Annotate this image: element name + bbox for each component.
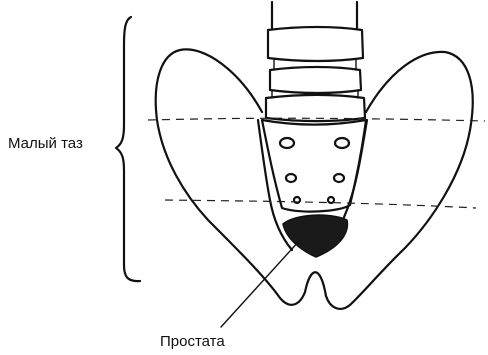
lower-boundary-line bbox=[165, 200, 476, 208]
prostate-label: Простата bbox=[160, 333, 225, 351]
vertebra-3 bbox=[266, 95, 365, 121]
pelvis-brace bbox=[116, 17, 140, 281]
vertebra-1 bbox=[268, 27, 363, 61]
sacral-foramen bbox=[334, 174, 344, 182]
pubic-arch bbox=[305, 272, 326, 296]
vertebra-2 bbox=[270, 67, 361, 93]
pelvis-region-label: Малый таз bbox=[8, 135, 83, 153]
left-ilium bbox=[156, 49, 305, 304]
sacral-foramen bbox=[280, 138, 294, 148]
prostate-pointer-line bbox=[221, 240, 300, 327]
right-ilium bbox=[326, 52, 473, 309]
sacral-foramen bbox=[335, 138, 349, 148]
sacral-foramen bbox=[286, 174, 296, 182]
